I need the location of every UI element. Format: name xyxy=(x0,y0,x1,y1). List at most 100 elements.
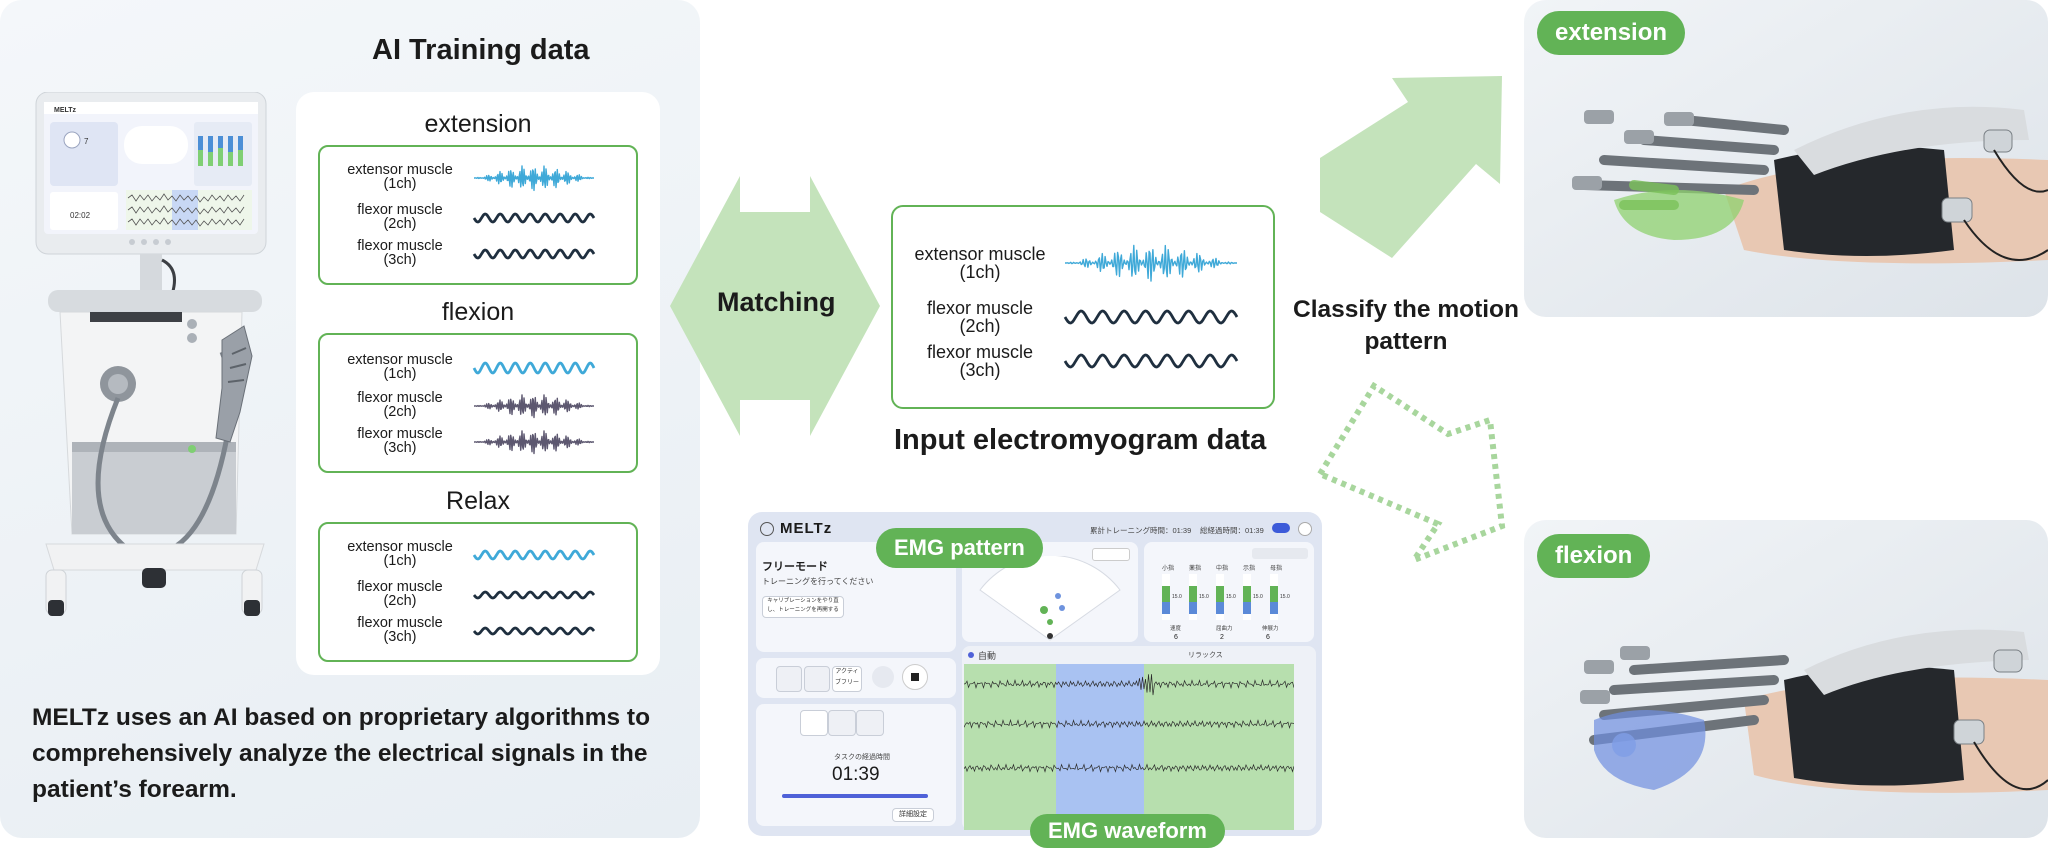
channel-label: (3ch) xyxy=(383,440,417,456)
emg-row: flexor muscle(3ch) xyxy=(320,425,636,459)
task-card: タスクの経過時間 01:39 詳細設定 xyxy=(756,704,956,826)
classify-line-1: Classify the motion xyxy=(1293,296,1519,323)
waveform-line xyxy=(472,590,596,600)
finger-bar-blue xyxy=(1270,602,1278,614)
relax-label: リラックス xyxy=(1188,652,1223,659)
stepper-value: 2 xyxy=(1220,634,1224,641)
finger-bar-green xyxy=(1243,586,1251,602)
settings-button[interactable]: 詳細設定 xyxy=(892,808,934,822)
waveform-line xyxy=(472,212,596,224)
muscle-label: extensor muscle xyxy=(347,162,453,178)
waveform-line xyxy=(1063,309,1239,325)
emg-row: extensor muscle(1ch) xyxy=(320,351,636,385)
input-emg-box: extensor muscle(1ch) flexor muscle(2ch) … xyxy=(891,205,1275,409)
auto-label: 自動 xyxy=(978,651,997,661)
muscle-label: flexor muscle xyxy=(926,298,1034,318)
muscle-label: flexor muscle xyxy=(357,426,443,442)
emg-pattern-fan xyxy=(979,556,1121,641)
stepper-label: 速度 xyxy=(1170,624,1182,632)
finger-value: 15.0 xyxy=(1226,594,1236,600)
muscle-label: flexor muscle xyxy=(357,615,443,631)
svg-text:02:02: 02:02 xyxy=(70,211,91,220)
muscle-label: flexor muscle xyxy=(357,390,443,406)
finger-bar-green xyxy=(1189,586,1197,602)
recalibrate-button[interactable]: キャリブレーションをやり直し、トレーニングを再開する xyxy=(762,596,844,618)
classify-arrow-dashed xyxy=(1315,382,1506,562)
mode-option[interactable] xyxy=(776,666,802,692)
muscle-label: flexor muscle xyxy=(926,342,1034,362)
stop-button[interactable] xyxy=(902,664,928,690)
toggle-switch[interactable] xyxy=(1272,523,1290,533)
channel-label: (2ch) xyxy=(959,316,1001,336)
emg-pattern-label: EMG pattern xyxy=(876,528,1043,568)
waveform-line xyxy=(1063,353,1239,369)
muscle-label: extensor muscle xyxy=(347,352,453,368)
active-free-option[interactable]: アクティブフリー xyxy=(832,666,862,692)
sensitivity-button[interactable] xyxy=(1092,548,1130,561)
extension-badge: extension xyxy=(1537,11,1686,55)
relax-box: extensor muscle(1ch) flexor muscle(2ch) … xyxy=(318,522,638,662)
muscle-label: extensor muscle xyxy=(347,539,453,555)
emg-row: flexor muscle(3ch) xyxy=(320,614,636,648)
finger-label: 薬指 xyxy=(1189,564,1201,572)
matching-label: Matching xyxy=(717,287,836,317)
waveform-line xyxy=(1065,244,1237,282)
pause-button[interactable] xyxy=(872,666,894,688)
channel-label: (1ch) xyxy=(383,553,417,569)
option-tab[interactable] xyxy=(856,710,884,736)
section-title-flexion: flexion xyxy=(441,298,515,326)
flexion-box: extensor muscle(1ch) flexor muscle(2ch) … xyxy=(318,333,638,473)
emg-trace xyxy=(964,718,1294,730)
ui-brand: MELTz xyxy=(780,520,833,537)
muscle-label: flexor muscle xyxy=(357,238,443,254)
finger-bar-green xyxy=(1216,586,1224,602)
emg-waveform-label: EMG waveform xyxy=(1030,814,1225,848)
classify-line-2: pattern xyxy=(1364,328,1448,355)
stop-icon xyxy=(911,673,919,681)
channel-label: (1ch) xyxy=(383,366,417,382)
emg-trace xyxy=(964,674,1294,696)
section-title-extension: extension xyxy=(424,110,532,138)
finger-bar-blue xyxy=(1216,602,1224,614)
finger-value: 15.0 xyxy=(1253,594,1263,600)
emg-row: flexor muscle(3ch) xyxy=(893,339,1273,385)
emg-row: extensor muscle(1ch) xyxy=(320,161,636,195)
meltz-ui-screenshot: MELTz 累計トレーニング時間：01:39 総経過時間：01:39 フリーモー… xyxy=(748,512,1322,836)
finger-value: 15.0 xyxy=(1172,594,1182,600)
svg-text:MELTz: MELTz xyxy=(54,107,77,114)
emg-row: flexor muscle(2ch) xyxy=(320,389,636,423)
detail-button[interactable] xyxy=(1252,548,1308,559)
option-tab[interactable] xyxy=(800,710,828,736)
muscle-label: flexor muscle xyxy=(357,202,443,218)
info-icon[interactable] xyxy=(1298,522,1312,536)
mode-option[interactable] xyxy=(804,666,830,692)
finger-value: 15.0 xyxy=(1199,594,1209,600)
emg-waveform-calm xyxy=(472,626,596,636)
svg-text:7: 7 xyxy=(84,137,89,146)
channel-label: (1ch) xyxy=(959,262,1001,282)
task-elapsed-label: タスクの経過時間 xyxy=(834,754,890,761)
emg-row: flexor muscle(3ch) xyxy=(320,237,636,271)
task-progress-bar xyxy=(782,794,928,798)
classify-arrow-solid xyxy=(1320,76,1502,258)
waveform-line xyxy=(474,430,594,455)
stepper-label: 伸展力 xyxy=(1262,624,1279,632)
emg-row: extensor muscle(1ch) xyxy=(320,538,636,572)
mode-title: フリーモード xyxy=(762,561,828,573)
option-tab[interactable] xyxy=(828,710,856,736)
channel-label: (3ch) xyxy=(383,629,417,645)
auto-radio[interactable] xyxy=(968,652,974,658)
finger-label: 小指 xyxy=(1162,564,1174,572)
emg-waveform-calm xyxy=(1063,309,1239,325)
extension-photo xyxy=(1524,0,2048,317)
classify-label: Classify the motion pattern xyxy=(1288,294,1524,358)
waveform-line xyxy=(472,549,596,561)
emg-region xyxy=(964,664,1056,830)
emg-waveform-calm xyxy=(472,590,596,600)
mode-selector: アクティブフリー xyxy=(756,658,956,698)
finger-label: 中指 xyxy=(1216,564,1228,572)
channel-label: (3ch) xyxy=(959,360,1001,380)
channel-label: (3ch) xyxy=(383,252,417,268)
emg-row: extensor muscle(1ch) xyxy=(893,241,1273,287)
